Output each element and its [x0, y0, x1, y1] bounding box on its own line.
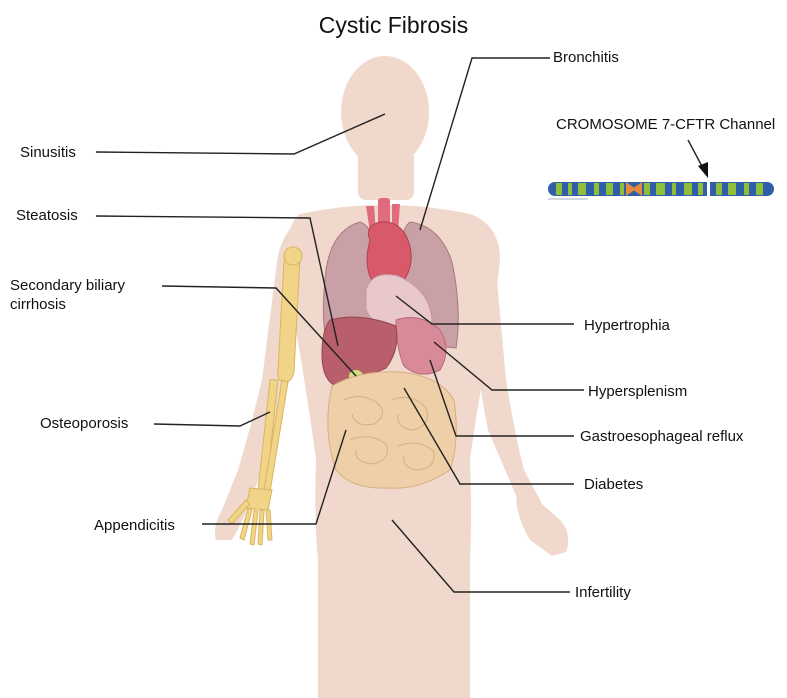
label-hypersplenism: Hypersplenism: [588, 382, 687, 401]
chromosome: [548, 181, 774, 200]
label-chromosome: CROMOSOME 7-CFTR Channel: [556, 115, 775, 134]
label-diabetes: Diabetes: [584, 475, 643, 494]
label-gastroesophageal-reflux: Gastroesophageal reflux: [580, 427, 743, 446]
intestines: [328, 372, 456, 488]
label-secondary-biliary-cirrhosis: Secondary biliary cirrhosis: [10, 276, 160, 314]
diagram-title: Cystic Fibrosis: [0, 12, 787, 39]
label-bronchitis: Bronchitis: [553, 48, 619, 67]
leader-line-bronchitis: [420, 58, 550, 230]
label-infertility: Infertility: [575, 583, 631, 602]
label-hypertrophia: Hypertrophia: [584, 316, 670, 335]
label-steatosis: Steatosis: [16, 206, 78, 225]
label-osteoporosis: Osteoporosis: [40, 414, 128, 433]
label-appendicitis: Appendicitis: [94, 516, 175, 535]
chromosome-arrow-head: [698, 162, 708, 178]
label-sinusitis: Sinusitis: [20, 143, 76, 162]
